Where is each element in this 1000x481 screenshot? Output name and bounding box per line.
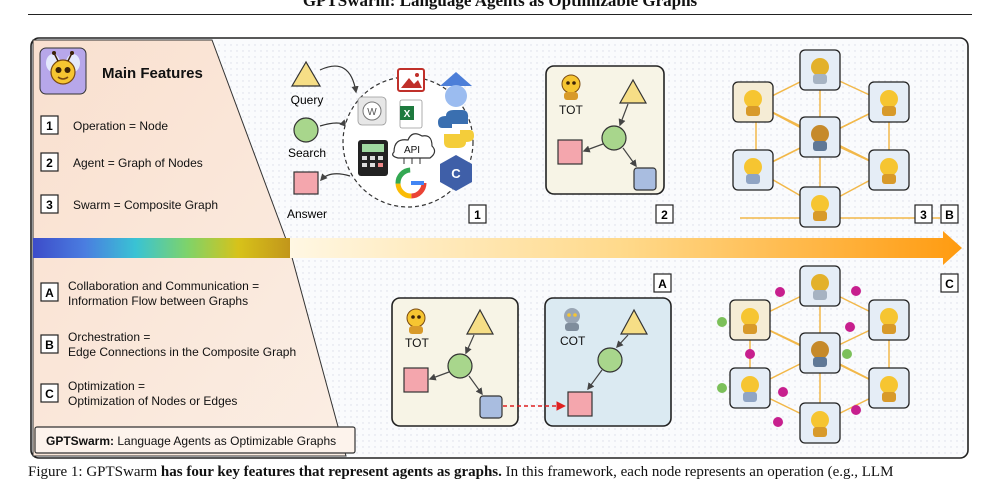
swarm-agent-lower-left	[729, 367, 771, 409]
wikipedia-icon: W	[357, 96, 387, 126]
framework-footer-text: GPTSwarm: Language Agents as Optimizable…	[46, 434, 336, 448]
svg-text:API: API	[404, 145, 420, 156]
timeline-arrow	[290, 231, 962, 265]
api-icon: API	[392, 133, 436, 164]
python-icon	[438, 110, 474, 148]
cpp-icon: C	[440, 155, 472, 191]
capability-item-c: C Optimization = Optimization of Nodes o…	[40, 379, 237, 408]
answer-node	[293, 171, 319, 195]
swarm-agent-top	[799, 49, 841, 91]
swarm-agent-right	[868, 299, 910, 341]
figure-caption: Figure 1: GPTSwarm has four key features…	[28, 464, 972, 481]
calculator-icon	[358, 140, 388, 176]
caption-rest: In this framework, each node represents …	[501, 464, 894, 480]
scholar-icon	[440, 72, 472, 107]
panel-c-optimization: C	[717, 265, 959, 444]
features-heading: Main Features	[102, 65, 203, 82]
panel-1-label: 1	[474, 208, 481, 222]
svg-text:W: W	[367, 107, 377, 118]
svg-text:1: 1	[46, 119, 53, 133]
swarm-agent-bottom	[799, 402, 841, 444]
title-rule	[28, 14, 972, 15]
optimization-markers	[717, 286, 861, 427]
tot-extra-node	[633, 167, 657, 191]
swarm-agent-center	[799, 116, 841, 158]
feature-item-2: 2 Agent = Graph of Nodes	[40, 152, 203, 172]
panel-3-label: 3	[920, 208, 927, 222]
panel-3-swarm: 3 B	[732, 49, 959, 228]
svg-text:C: C	[45, 387, 54, 401]
tot-search-node	[601, 125, 627, 151]
robot-avatar-icon	[564, 308, 580, 331]
svg-text:A: A	[45, 286, 54, 300]
search-node	[293, 117, 319, 143]
excel-icon: X	[399, 99, 423, 129]
tot-answer-node	[557, 139, 583, 165]
swarm-agent-center	[799, 332, 841, 374]
svg-text:Operation = Node: Operation = Node	[73, 119, 168, 133]
image-icon	[397, 68, 425, 92]
panel-2-agent: TOT 2	[545, 65, 674, 224]
svg-text:3: 3	[46, 198, 53, 212]
bee-avatar-icon	[561, 74, 581, 100]
query-node	[290, 60, 322, 87]
swarm-agent-lower-right	[868, 149, 910, 191]
svg-text:Collaboration and Communicatio: Collaboration and Communication =	[68, 279, 259, 293]
swarm-agent-lower-right	[868, 367, 910, 409]
rainbow-band	[33, 238, 290, 258]
bee-logo-icon	[39, 47, 87, 95]
svg-text:Edge Connections in the Compos: Edge Connections in the Composite Graph	[68, 345, 296, 359]
capability-item-b: B Orchestration = Edge Connections in th…	[40, 330, 296, 359]
svg-text:Swarm = Composite Graph: Swarm = Composite Graph	[73, 198, 218, 212]
panel-a-label: A	[658, 277, 667, 291]
panel-c-label: C	[945, 277, 954, 291]
query-label: Query	[291, 93, 324, 107]
search-label: Search	[288, 146, 326, 160]
google-icon	[395, 167, 427, 199]
svg-text:Agent = Graph of Nodes: Agent = Graph of Nodes	[73, 156, 203, 170]
caption-lead: Figure 1: GPTSwarm	[28, 464, 161, 480]
swarm-agent-lower-left	[732, 149, 774, 191]
feature-item-3: 3 Swarm = Composite Graph	[40, 194, 218, 214]
svg-text:Optimization of Nodes or Edges: Optimization of Nodes or Edges	[68, 394, 237, 408]
swarm-agent-top	[799, 265, 841, 307]
swarm-agent-bottom	[799, 186, 841, 228]
swarm-agent-right	[868, 81, 910, 123]
svg-text:C: C	[451, 166, 461, 181]
svg-text:B: B	[45, 338, 54, 352]
svg-text:Information Flow between Graph: Information Flow between Graphs	[68, 294, 248, 308]
capability-item-a: A Collaboration and Communication = Info…	[40, 279, 259, 308]
svg-text:Orchestration =: Orchestration =	[68, 330, 150, 344]
svg-text:Optimization =: Optimization =	[68, 379, 145, 393]
feature-item-1: 1 Operation = Node	[40, 115, 168, 135]
caption-bold: has four key features that represent age…	[160, 464, 502, 480]
tot-query-node	[618, 78, 648, 104]
agent-label-tot: TOT	[559, 103, 583, 117]
agent-label-cot: COT	[560, 334, 586, 348]
swarm-agent-left	[732, 81, 774, 123]
swarm-agent-left	[729, 299, 771, 341]
svg-text:X: X	[404, 109, 411, 120]
agent-label-tot-a: TOT	[405, 336, 429, 350]
panel-2-label: 2	[661, 208, 668, 222]
figure-title: GPTSwarm: Language Agents as Optimizable…	[302, 0, 698, 10]
answer-label: Answer	[287, 207, 327, 221]
panel-1-operations: Query Search Answer W X AP	[287, 60, 487, 224]
panel-b-label: B	[945, 208, 954, 222]
svg-text:2: 2	[46, 156, 53, 170]
panel-a-collaboration: TOT COT A	[391, 273, 672, 427]
framework-footer-box	[34, 426, 356, 454]
bee-avatar-icon	[406, 308, 426, 334]
